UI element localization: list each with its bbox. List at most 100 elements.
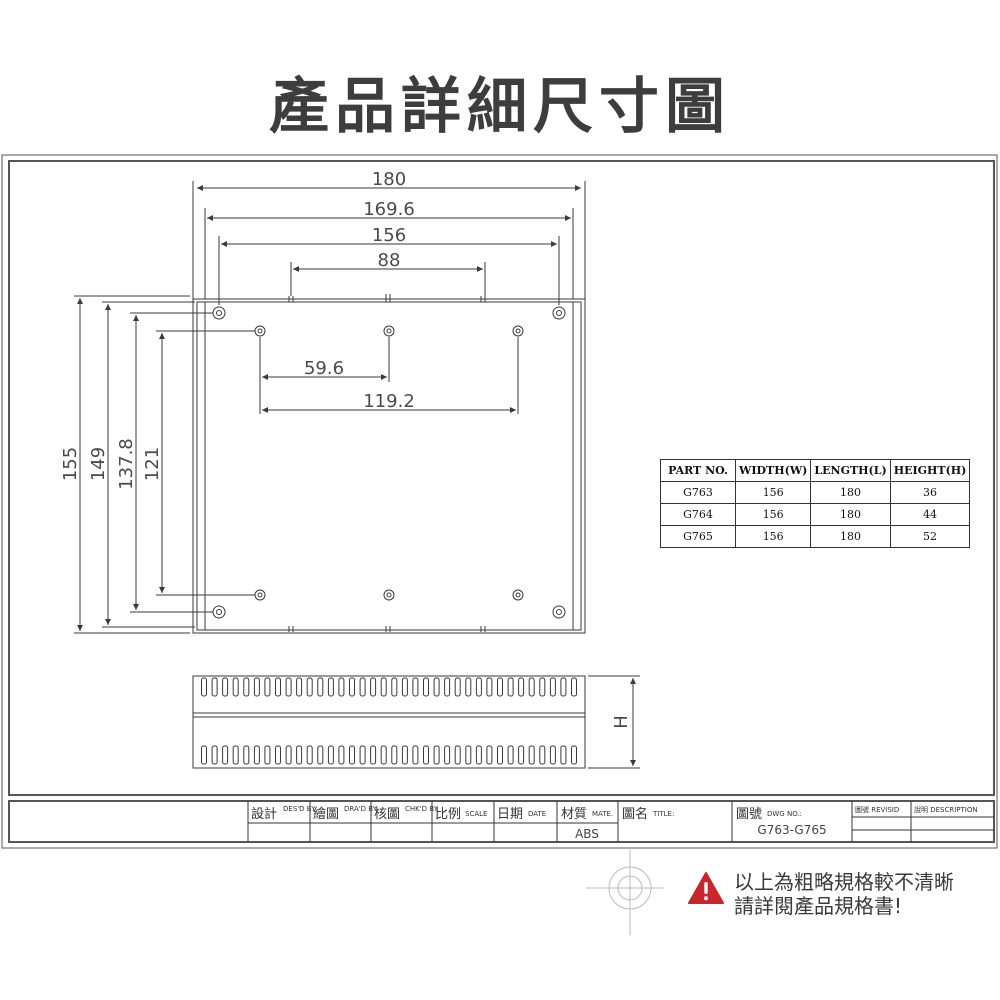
vent-slot — [475, 745, 482, 765]
crosshair-decoration — [586, 848, 664, 935]
vent-slot — [211, 745, 218, 765]
dim-119-2: 119.2 — [363, 391, 415, 412]
vent-slot — [211, 677, 218, 697]
cell-height: 44 — [889, 503, 971, 526]
vent-slots-bottom — [201, 745, 577, 765]
top-dimension-lines — [192, 181, 586, 305]
tb-designed-cn: 設計 — [251, 806, 277, 822]
left-dimension-lines — [74, 295, 255, 634]
vent-slot — [232, 745, 239, 765]
cell-width: 156 — [734, 481, 812, 504]
vent-slot — [306, 745, 313, 765]
vent-slot — [285, 745, 292, 765]
vent-slot — [486, 745, 493, 765]
dim-121: 121 — [142, 447, 163, 481]
table-row: G765 156 180 52 — [660, 525, 971, 548]
vent-slot — [465, 677, 472, 697]
vent-slot — [401, 677, 408, 697]
dim-137-8: 137.8 — [116, 438, 137, 490]
top-view — [192, 294, 586, 634]
dim-149: 149 — [88, 447, 109, 481]
cell-length: 180 — [810, 525, 891, 548]
tb-dwg-cn: 圖號 — [736, 807, 762, 822]
vent-slot — [370, 745, 377, 765]
vent-slot — [306, 677, 313, 697]
title-block-labels: 設計 DES'D BY 繪圖 DRA'D BY 核圖 CHK'D BY 比例 S… — [251, 805, 978, 841]
vent-slot — [507, 677, 514, 697]
vent-slot — [380, 745, 387, 765]
tb-checked-en: CHK'D BY — [405, 805, 439, 813]
vent-slot — [253, 677, 260, 697]
vent-slot — [317, 745, 324, 765]
vent-slot — [349, 677, 355, 697]
dim-169-6: 169.6 — [363, 199, 415, 220]
tb-description: 說明 DESCRIPTION — [914, 805, 978, 814]
vent-slot — [454, 677, 461, 697]
vent-slot — [497, 745, 503, 765]
tb-material-value: ABS — [575, 827, 599, 841]
vent-slot — [454, 745, 461, 765]
cell-height: 52 — [889, 525, 971, 548]
vent-slot — [391, 677, 398, 697]
vent-slot — [423, 745, 429, 765]
header-height: HEIGHT(H) — [889, 459, 971, 482]
dim-88: 88 — [378, 250, 401, 271]
vent-slot — [412, 745, 419, 765]
vent-slot — [275, 677, 281, 697]
cell-part-no: G765 — [660, 525, 736, 548]
cell-length: 180 — [810, 503, 891, 526]
vent-slot — [560, 677, 567, 697]
dim-59-6: 59.6 — [304, 358, 344, 379]
vent-slot — [444, 745, 451, 765]
header-length: LENGTH(L) — [810, 459, 891, 482]
vent-slot — [518, 745, 525, 765]
dim-height-h: H — [611, 715, 632, 729]
vent-slot — [296, 677, 303, 697]
cell-part-no: G764 — [660, 503, 736, 526]
vent-slot — [327, 745, 334, 765]
dim-155: 155 — [60, 447, 81, 481]
vent-slots-top — [201, 677, 577, 697]
cell-height: 36 — [889, 481, 971, 504]
vent-slot — [549, 677, 556, 697]
tb-revision: 圖號 REVISID — [855, 805, 899, 814]
cell-width: 156 — [734, 525, 812, 548]
side-view — [192, 675, 640, 769]
vent-slot — [391, 745, 398, 765]
dim-156: 156 — [372, 225, 406, 246]
tb-date-en: DATE — [528, 810, 546, 818]
vent-slot — [285, 677, 292, 697]
notice-line-1: 以上為粗略規格較不清晰 — [734, 870, 954, 894]
title-block — [247, 801, 994, 842]
spec-table-header: PART NO. WIDTH(W) LENGTH(L) HEIGHT(H) — [660, 459, 971, 482]
tb-scale-en: SCALE — [465, 810, 487, 818]
tb-checked-cn: 核圖 — [374, 807, 400, 822]
vent-slot — [518, 677, 525, 697]
vent-slot — [349, 745, 355, 765]
cell-length: 180 — [810, 481, 891, 504]
vent-slot — [497, 677, 503, 697]
vent-slot — [475, 677, 482, 697]
vent-slot — [222, 677, 229, 697]
vent-slot — [528, 745, 535, 765]
drawing-frame — [1, 154, 998, 849]
vent-slot — [253, 745, 260, 765]
mounting-holes — [212, 306, 566, 619]
vent-slot — [486, 677, 493, 697]
vent-slot — [433, 745, 440, 765]
vent-slot — [338, 677, 345, 697]
vent-slot — [380, 677, 387, 697]
vent-slot — [370, 677, 377, 697]
inner-dimension-lines — [259, 337, 519, 414]
tb-drawn-en: DRA'D BY — [344, 805, 378, 813]
tb-material-en: MATE. — [592, 810, 613, 818]
tb-date-cn: 日期 — [497, 807, 523, 822]
tb-drawn-cn: 繪圖 — [313, 806, 339, 822]
vent-slot — [528, 677, 535, 697]
page-title: 產品詳細尺寸圖 — [269, 72, 731, 142]
vent-slot — [560, 745, 567, 765]
vent-slot — [465, 745, 472, 765]
tb-dwg-value: G763-G765 — [757, 823, 826, 837]
vent-slot — [243, 745, 250, 765]
spec-table: PART NO. WIDTH(W) LENGTH(L) HEIGHT(H) G7… — [660, 459, 971, 548]
